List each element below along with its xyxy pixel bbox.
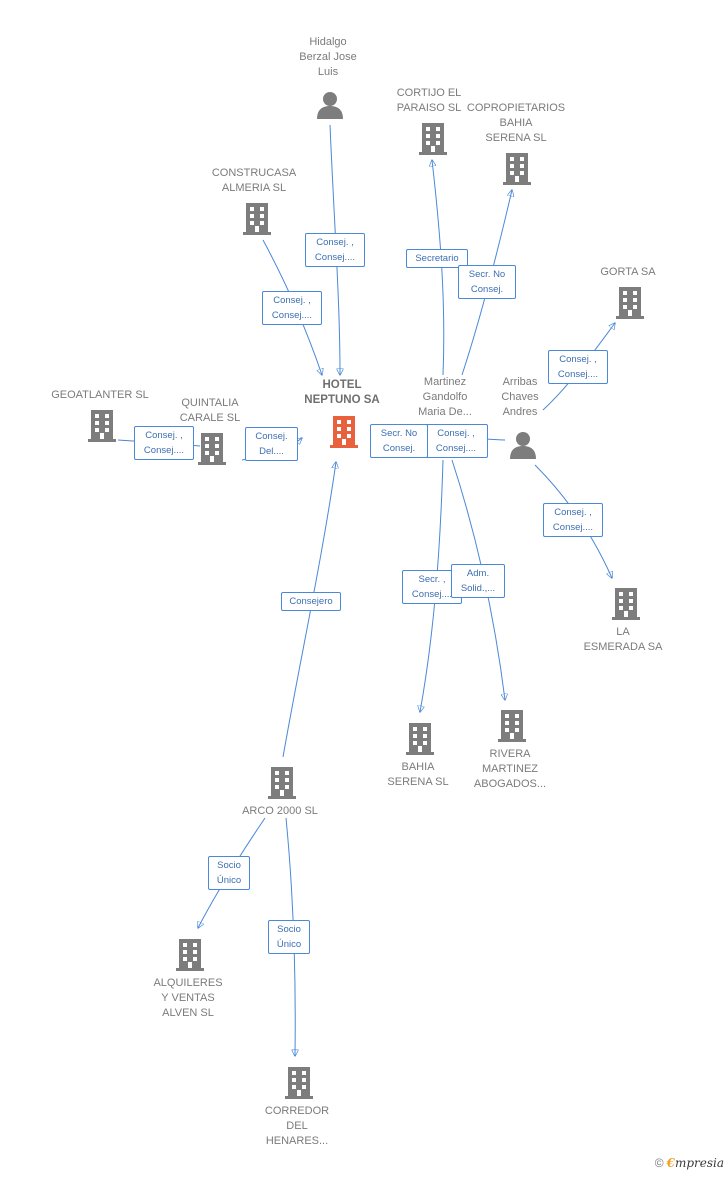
- relation-construcasa-hotel[interactable]: Consej. , Consej....: [262, 291, 322, 325]
- building-icon: [176, 939, 204, 971]
- relation-quintalia-hotel[interactable]: Consej. Del....: [245, 427, 298, 461]
- building-icon: [268, 767, 296, 799]
- relation-arribas-gorta[interactable]: Consej. , Consej....: [548, 350, 608, 384]
- building-icon: [330, 416, 358, 448]
- building-icon: [243, 203, 271, 235]
- building-icon: [419, 123, 447, 155]
- node-label-arribas[interactable]: Arribas Chaves Andres: [501, 376, 539, 418]
- node-label-hidalgo[interactable]: Hidalgo Berzal Jose Luis: [299, 36, 357, 78]
- copyright-footer: © €mpresia: [655, 1156, 724, 1170]
- relation-arco-corredor[interactable]: Socio Único: [268, 920, 310, 954]
- node-label-construcasa[interactable]: CONSTRUCASA ALMERIA SL: [211, 167, 297, 194]
- building-icon: [198, 433, 226, 465]
- node-label-corredor[interactable]: CORREDOR DEL HENARES...: [264, 1105, 330, 1147]
- relation-martinez-hotel[interactable]: Secr. No Consej.: [370, 424, 428, 458]
- node-label-bahia-serena[interactable]: BAHIA SERENA SL: [387, 761, 449, 788]
- node-label-alquileres[interactable]: ALQUILERES Y VENTAS ALVEN SL: [153, 977, 223, 1019]
- relation-hidalgo-hotel[interactable]: Consej. , Consej....: [305, 233, 365, 267]
- node-label-martinez[interactable]: Martinez Gandolfo Maria De...: [418, 376, 472, 418]
- relation-arco-hotel[interactable]: Consejero: [281, 592, 341, 611]
- node-label-copropietarios[interactable]: COPROPIETARIOS BAHIA SERENA SL: [466, 102, 566, 144]
- relation-arco-alquileres[interactable]: Socio Único: [208, 856, 250, 890]
- node-label-rivera[interactable]: RIVERA MARTINEZ ABOGADOS...: [473, 748, 547, 790]
- relation-arribas-hotel[interactable]: Consej. , Consej....: [424, 424, 488, 458]
- empresia-logo[interactable]: €mpresia: [666, 1156, 724, 1170]
- building-icon: [498, 710, 526, 742]
- relation-arribas-esmerada[interactable]: Consej. , Consej....: [543, 503, 603, 537]
- node-label-cortijo[interactable]: CORTIJO EL PARAISO SL: [396, 87, 462, 114]
- node-label-quintalia[interactable]: QUINTALIA CARALE SL: [179, 397, 241, 424]
- node-label-gorta[interactable]: GORTA SA: [600, 266, 656, 278]
- node-label-geoatlanter[interactable]: GEOATLANTER SL: [51, 389, 149, 401]
- node-label-la-esmerada[interactable]: LA ESMERADA SA: [583, 626, 663, 653]
- node-label-arco[interactable]: ARCO 2000 SL: [242, 805, 318, 817]
- relation-martinez-rivera[interactable]: Adm. Solid.,...: [451, 564, 505, 598]
- relation-martinez-copropietarios[interactable]: Secr. No Consej.: [458, 265, 516, 299]
- relation-martinez-cortijo[interactable]: Secretario: [406, 249, 468, 268]
- building-icon: [285, 1067, 313, 1099]
- person-icon: [510, 432, 536, 459]
- relation-geoatlanter-quintalia[interactable]: Consej. , Consej....: [134, 426, 194, 460]
- person-icon: [317, 92, 343, 119]
- building-icon: [88, 410, 116, 442]
- building-icon: [406, 723, 434, 755]
- building-icon: [612, 588, 640, 620]
- copyright-symbol: ©: [654, 1156, 664, 1170]
- building-icon: [503, 153, 531, 185]
- building-icon: [616, 287, 644, 319]
- node-label-hotel-neptuno[interactable]: HOTEL NEPTUNO SA: [304, 379, 380, 406]
